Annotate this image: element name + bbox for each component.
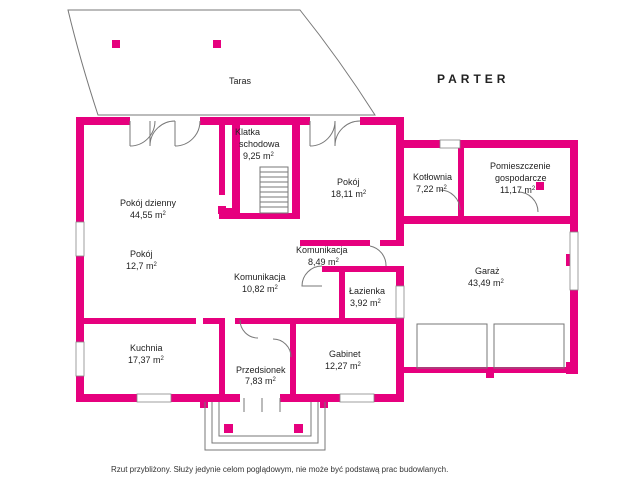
entrance-steps xyxy=(204,402,326,451)
room-klatka-name1: Klatka xyxy=(235,127,260,137)
room-pokoj-top-name: Pokój xyxy=(337,177,360,187)
room-przedsionek-name: Przedsionek xyxy=(236,365,286,375)
room-kuchnia-area: 17,37 m2 xyxy=(128,355,165,365)
terrace-pillar xyxy=(213,40,221,48)
room-przedsionek-area: 7,83 m2 xyxy=(245,376,277,386)
room-kuchnia-name: Kuchnia xyxy=(130,343,163,353)
room-pomieszczenie-name1: Pomieszczenie xyxy=(490,161,551,171)
room-lazienka-name: Łazienka xyxy=(349,286,385,296)
terrace-label: Taras xyxy=(229,76,252,86)
windows xyxy=(75,139,579,403)
room-labels: Klatka schodowa 9,25 m2 Pokój dzienny 44… xyxy=(120,127,551,386)
room-gabinet-name: Gabinet xyxy=(329,349,361,359)
room-kotlownia-area: 7,22 m2 xyxy=(416,184,448,194)
room-komunikacja-main-name: Komunikacja xyxy=(234,272,286,282)
terrace-pillar xyxy=(112,40,120,48)
room-komunikacja-top-name: Komunikacja xyxy=(296,245,348,255)
room-pokoj-dzienny-area: 44,55 m2 xyxy=(130,210,167,220)
room-klatka-area: 9,25 m2 xyxy=(243,151,275,161)
page-title: PARTER xyxy=(437,72,509,86)
room-pokoj-dzienny-name: Pokój dzienny xyxy=(120,198,177,208)
terrace: Taras xyxy=(67,9,376,116)
room-gabinet-area: 12,27 m2 xyxy=(325,361,362,371)
room-pokoj-inner-name: Pokój xyxy=(130,249,153,259)
room-komunikacja-top-area: 8,49 m2 xyxy=(308,257,340,267)
garage-doors xyxy=(416,323,565,369)
room-komunikacja-main-area: 10,82 m2 xyxy=(242,284,279,294)
room-pokoj-top-area: 18,11 m2 xyxy=(331,189,367,199)
room-klatka-name2: schodowa xyxy=(239,139,280,149)
staircase xyxy=(259,166,289,214)
room-kotlownia-name: Kotłownia xyxy=(413,172,452,182)
room-garaz-name: Garaż xyxy=(475,266,500,276)
room-garaz-area: 43,49 m2 xyxy=(468,278,505,288)
room-lazienka-area: 3,92 m2 xyxy=(350,298,382,308)
room-pokoj-inner-area: 12,7 m2 xyxy=(126,261,158,271)
room-pomieszczenie-area: 11,17 m2 xyxy=(500,185,536,195)
doors xyxy=(129,117,539,412)
disclaimer: Rzut przybliżony. Służy jedynie celom po… xyxy=(111,465,448,474)
room-pomieszczenie-name2: gospodarcze xyxy=(495,173,547,183)
